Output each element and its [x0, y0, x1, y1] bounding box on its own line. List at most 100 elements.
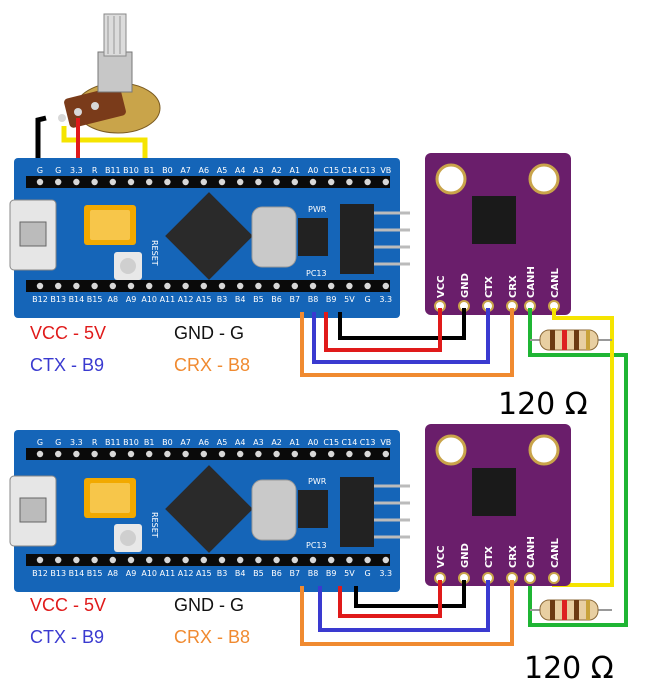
pin-label: B10 [123, 438, 139, 447]
pin-hole [328, 556, 335, 564]
pin-label: B11 [105, 438, 121, 447]
pin-label: A2 [271, 166, 282, 175]
pin-label: G [55, 166, 61, 175]
pin-label: B6 [271, 569, 282, 578]
resistor-value-top: 120 Ω [498, 387, 588, 422]
pin-hole [346, 282, 353, 290]
pin-hole [91, 556, 98, 564]
pin-hole [146, 556, 153, 564]
pin-label: VB [380, 166, 391, 175]
pin-hole [200, 282, 207, 290]
pin-label: A2 [271, 438, 282, 447]
pin-hole [237, 178, 244, 186]
pin-hole [36, 282, 44, 290]
pin-label: 3.3 [379, 569, 392, 578]
potentiometer [35, 13, 161, 168]
pin-label: A6 [199, 166, 210, 175]
pin-label: A4 [235, 166, 246, 175]
pin-label: C14 [342, 438, 358, 447]
pin-label: 5V [344, 295, 355, 304]
pin-hole [109, 178, 117, 186]
pin-label: A7 [180, 166, 191, 175]
vcc-label-top: VCC - 5V [30, 323, 106, 343]
pin-label: G [55, 438, 61, 447]
pin-label: A10 [141, 295, 157, 304]
pin-hole [182, 178, 189, 186]
pin-label: B13 [50, 295, 66, 304]
pin-hole [237, 556, 244, 564]
pin-hole [328, 178, 335, 186]
pin-label: A6 [199, 438, 210, 447]
pin-label: B4 [235, 569, 246, 578]
pin-hole [91, 178, 98, 186]
pin-label: A1 [290, 438, 301, 447]
pin-hole [364, 556, 371, 564]
pin-label: 3.3 [70, 438, 83, 447]
resistor-top [530, 329, 612, 351]
pin-hole [309, 178, 317, 186]
pin-label: B3 [217, 569, 228, 578]
pin-label: A8 [108, 295, 119, 304]
module-pin-label: CTX [484, 276, 495, 298]
pin-hole [146, 450, 153, 458]
pin-hole [237, 282, 244, 290]
wires-bottom [300, 580, 514, 646]
pin-label: A12 [178, 569, 194, 578]
module-pin-label: CANL [550, 538, 561, 568]
module-pin-label: CANH [526, 266, 537, 298]
pin-label: B9 [326, 569, 337, 578]
pin-hole [346, 556, 353, 564]
pin-label: B11 [105, 166, 121, 175]
pin-label: B7 [290, 295, 301, 304]
pin-hole [73, 282, 80, 290]
pin-hole [182, 282, 189, 290]
pin-hole [309, 450, 317, 458]
pin-hole [146, 282, 153, 290]
pwr-label: PWR [308, 205, 327, 214]
pin-label: 5V [344, 569, 355, 578]
pin-label: VB [380, 438, 391, 447]
pin-hole [164, 556, 171, 564]
pin-hole [55, 556, 62, 564]
pin-hole [164, 282, 171, 290]
pin-label: A10 [141, 569, 157, 578]
pin-hole [346, 450, 353, 458]
resistor-value-bottom: 120 Ω [524, 651, 614, 686]
pin-hole [55, 282, 62, 290]
pin-label: B5 [253, 569, 264, 578]
pin-hole [218, 450, 226, 458]
pin-label: A0 [308, 166, 319, 175]
pin-label: A3 [253, 166, 264, 175]
pin-hole [328, 450, 335, 458]
pin-hole [218, 178, 226, 186]
pin-hole [273, 556, 280, 564]
gnd-label-bottom: GND - G [174, 595, 244, 615]
pin-hole [127, 450, 135, 458]
pin-label: B3 [217, 295, 228, 304]
pin-hole [364, 178, 371, 186]
pin-label: B4 [235, 295, 246, 304]
pin-label: B14 [69, 569, 85, 578]
pin-hole [36, 556, 44, 564]
pin-label: A15 [196, 569, 212, 578]
pin-hole [218, 556, 226, 564]
pin-hole [164, 450, 171, 458]
module-pin-label: GND [460, 273, 471, 298]
pin-hole [73, 178, 80, 186]
pin-label: G [37, 438, 43, 447]
pin-hole [182, 556, 189, 564]
pin-label: A1 [290, 166, 301, 175]
pin-hole [73, 450, 80, 458]
pin-hole [127, 556, 135, 564]
pin-label: R [92, 166, 98, 175]
pin-label: 3.3 [379, 295, 392, 304]
pin-hole [309, 282, 317, 290]
pin-label: A4 [235, 438, 246, 447]
pin-hole [146, 178, 153, 186]
module-pin-hole [524, 572, 536, 584]
pin-hole [218, 282, 226, 290]
pin-hole [182, 450, 189, 458]
module-pin-label: CRX [508, 545, 519, 568]
